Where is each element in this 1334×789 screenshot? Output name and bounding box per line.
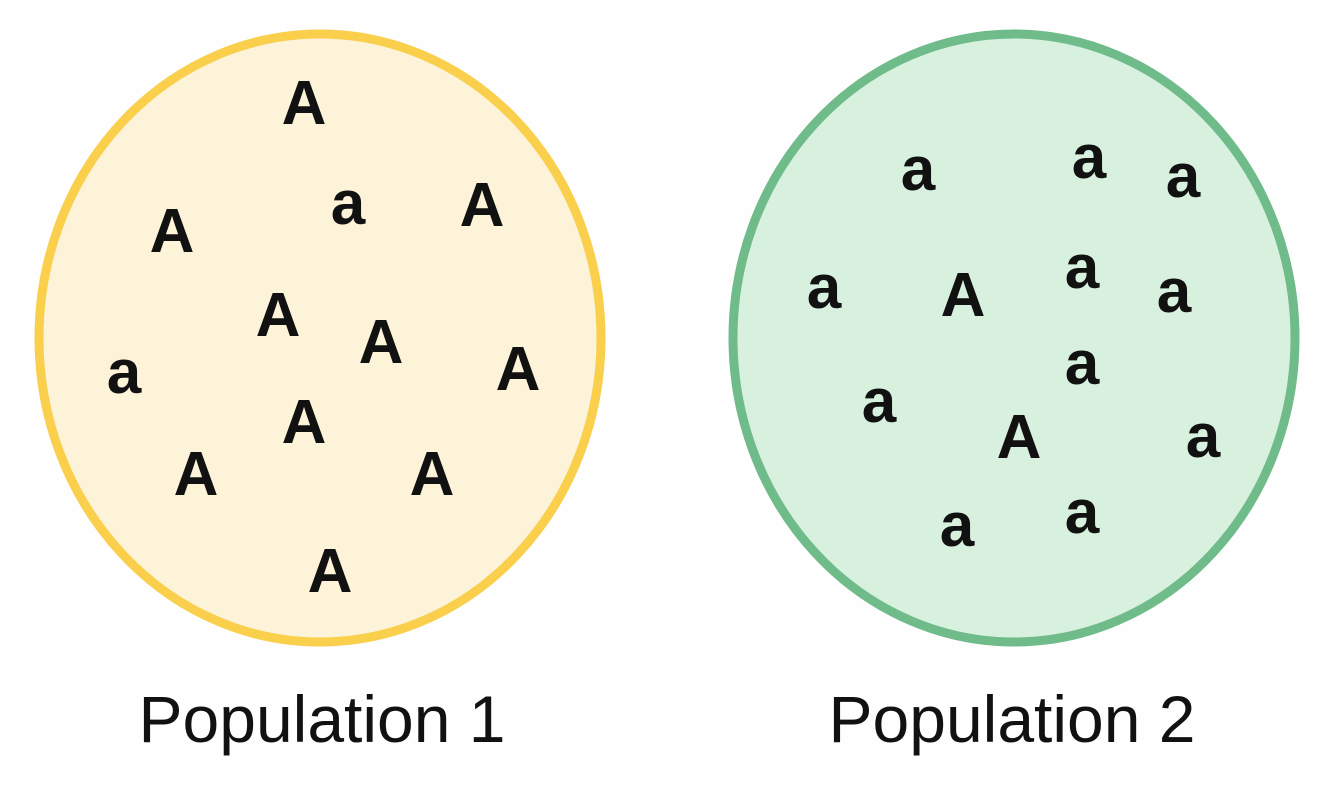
allele-token: a	[1065, 233, 1100, 302]
allele-token: a	[107, 338, 142, 407]
allele-token: A	[256, 281, 301, 350]
population-1-group: A A a A A A a A A A A A Population 1	[34, 29, 606, 756]
allele-token: A	[282, 69, 327, 138]
allele-token: A	[496, 335, 541, 404]
allele-token: A	[941, 261, 986, 330]
allele-token: a	[1157, 257, 1192, 326]
population-2-outline	[728, 29, 1300, 647]
population-1-circle	[39, 34, 601, 642]
allele-token: a	[901, 135, 936, 204]
population-1-outline	[34, 29, 606, 647]
population-1-label: Population 1	[139, 682, 506, 756]
allele-token: a	[1065, 478, 1100, 547]
allele-token: A	[150, 197, 195, 266]
allele-token: a	[807, 253, 842, 322]
allele-token: A	[460, 171, 505, 240]
allele-token: A	[174, 440, 219, 509]
allele-token: a	[1072, 123, 1107, 192]
allele-token: a	[862, 367, 897, 436]
allele-token: a	[940, 491, 975, 560]
allele-token: a	[1065, 329, 1100, 398]
allele-token: A	[308, 537, 353, 606]
allele-token: a	[1186, 402, 1221, 471]
population-2-label: Population 2	[829, 682, 1196, 756]
allele-token: A	[359, 308, 404, 377]
allele-token: A	[410, 440, 455, 509]
population-2-circle	[733, 34, 1295, 642]
allele-token: A	[997, 403, 1042, 472]
allele-token: a	[1166, 142, 1201, 211]
allele-token: A	[282, 388, 327, 457]
allele-token: a	[331, 169, 366, 238]
population-2-group: a a a a A a a a a A a a a Population 2	[728, 29, 1300, 756]
